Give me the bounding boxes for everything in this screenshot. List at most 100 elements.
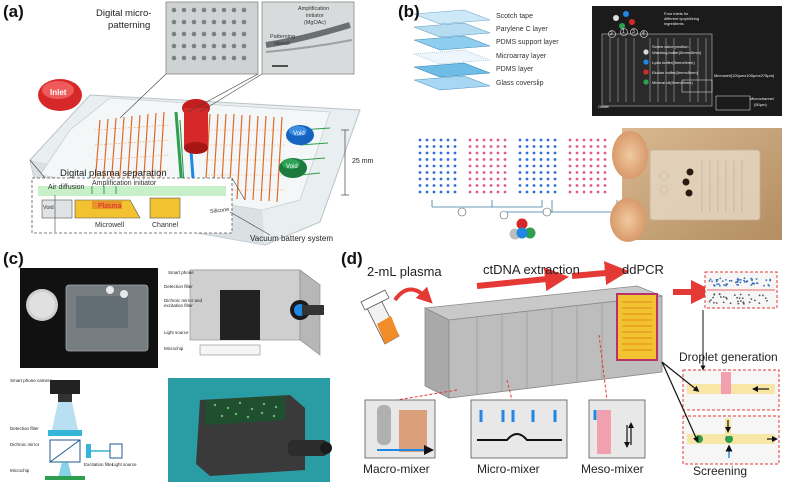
array-dot (425, 158, 429, 161)
array-dot (518, 177, 522, 181)
array-dot (503, 164, 507, 168)
legend-item-2: Lysis buffer(5mmx5mm) (652, 60, 695, 65)
array-dot (575, 177, 579, 181)
array-dot (568, 184, 572, 187)
array-dot (496, 184, 500, 187)
array-dot (432, 184, 436, 187)
array-dot (482, 145, 486, 148)
ddpcr-dot (716, 283, 718, 286)
ddpcr-dot (751, 279, 753, 282)
array-dot (432, 177, 436, 181)
array-dot (518, 171, 522, 174)
microwell-dims-label: Microwell(100μmx100μmx275μm) (714, 73, 775, 78)
array-dot (518, 138, 522, 142)
ddpcr-dot (713, 301, 715, 304)
array-dot (446, 158, 450, 161)
array-dot (425, 177, 429, 181)
ddpcr-dot (724, 278, 727, 281)
array-dot (418, 171, 422, 174)
array-dot (418, 164, 422, 168)
array-dot (532, 190, 536, 194)
array-dot (432, 145, 436, 148)
array-dot (468, 177, 472, 181)
ddpcr-dot (725, 284, 727, 287)
layer-label-3: Microarray layer (496, 53, 547, 60)
array-dot (503, 158, 507, 161)
array-dot (518, 158, 522, 161)
array-dot (553, 151, 557, 155)
array-dot (453, 151, 457, 155)
micropattern-inset (165, 1, 259, 75)
array-dot (489, 158, 493, 161)
array-dot (468, 151, 472, 155)
array-dot (582, 158, 586, 161)
panel-a-graphic (29, 1, 361, 246)
array-dot (582, 184, 586, 187)
macro-mixer-label: Macro-mixer (363, 462, 430, 476)
array-dot (475, 158, 479, 161)
microchannel-label: Microchannel (750, 96, 774, 101)
array-dot (568, 145, 572, 148)
ddpcr-dot (719, 277, 722, 280)
array-dot (518, 184, 522, 187)
array-dot (575, 184, 579, 187)
ddpcr-dot (769, 279, 772, 282)
num-1: 1 (622, 29, 625, 35)
array-dot (532, 184, 536, 187)
array-dot (575, 171, 579, 174)
array-dot (553, 184, 557, 187)
array-dot (439, 158, 443, 161)
amp-initiator-title: Amplification (298, 6, 330, 12)
ddpcr-dot (750, 298, 753, 300)
array-dot (546, 138, 550, 142)
array-dot (496, 145, 500, 148)
ddpcr-dot (711, 280, 713, 283)
array-dot (482, 164, 486, 168)
array-dot (482, 177, 486, 181)
optics-schematic (45, 380, 123, 480)
array-dot (575, 151, 579, 155)
array-dot (532, 145, 536, 148)
array-dot (596, 164, 600, 168)
array-dot (446, 171, 450, 174)
ddpcr-dot (729, 302, 732, 305)
array-dot (496, 164, 500, 168)
array-dot (418, 184, 422, 187)
array-dot (468, 190, 472, 194)
ddpcr-dot (737, 302, 740, 305)
array-dot (546, 145, 550, 148)
array-dot (446, 177, 450, 181)
legend-title-1: Four inlets for (664, 11, 689, 16)
optics-label-4: Light source (112, 462, 137, 467)
ddpcr-dot (750, 284, 753, 286)
void-label-1: Void (293, 131, 305, 137)
layer-label-5: Glass coverslip (496, 80, 544, 87)
array-dot (603, 164, 607, 168)
array-dot (439, 151, 443, 155)
array-dot (482, 190, 486, 194)
array-dot (553, 145, 557, 148)
ddpcr-dot (742, 302, 745, 305)
array-dot (503, 177, 507, 181)
array-dot (546, 164, 550, 168)
array-dot (425, 190, 429, 194)
array-dot (418, 145, 422, 148)
array-dot (589, 145, 593, 148)
ddpcr-dot (733, 294, 736, 296)
array-dot (546, 171, 550, 174)
array-dot (432, 171, 436, 174)
array-dot (489, 151, 493, 155)
array-dot (589, 184, 593, 187)
array-dot (596, 171, 600, 174)
array-dot (418, 177, 422, 181)
array-dot (568, 158, 572, 161)
ddpcr-dot (723, 284, 726, 286)
array-dot (453, 171, 457, 174)
array-dot (596, 145, 600, 148)
array-dot (482, 158, 486, 161)
void-label-2: Void (286, 164, 298, 170)
panel-d: (d) 2-mL plasma ctDNA extraction ddPCR D… (337, 250, 789, 482)
array-dot (425, 145, 429, 148)
legend-item-3: Elution buffer(5mmx5mm) (652, 70, 698, 75)
array-dot (496, 158, 500, 161)
